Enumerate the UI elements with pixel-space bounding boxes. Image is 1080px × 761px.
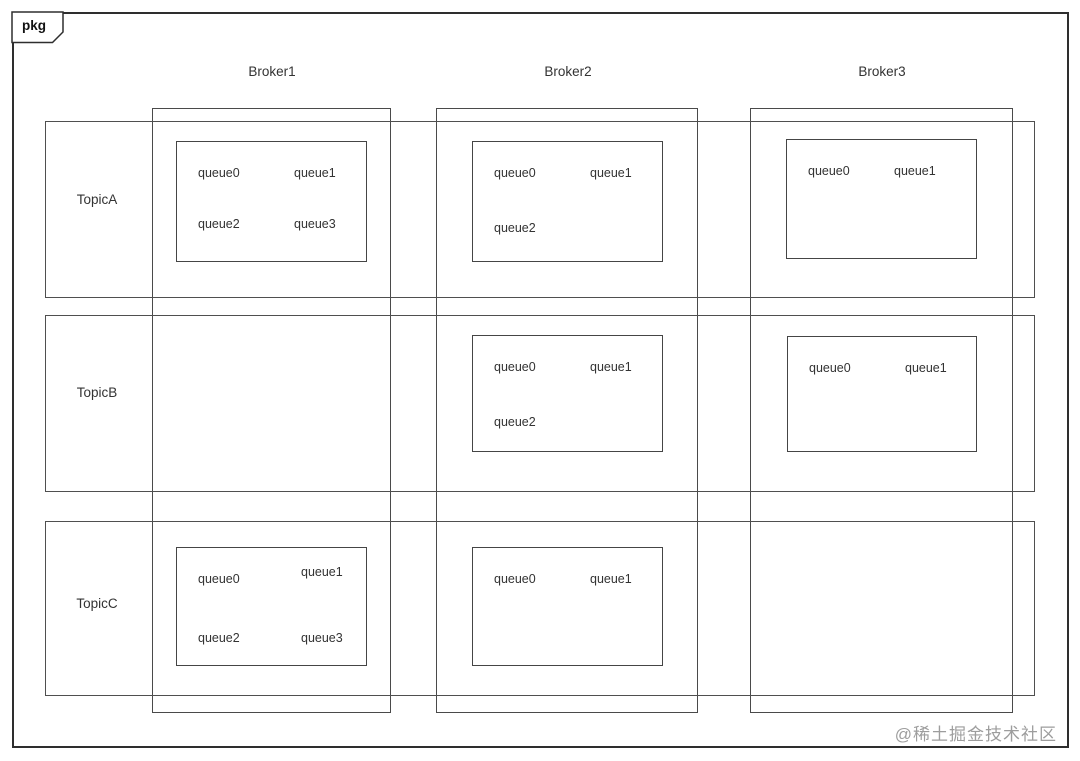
broker1-label: Broker1 <box>248 64 296 79</box>
topicB-label: TopicB <box>76 385 118 400</box>
queue-label: queue1 <box>894 164 936 178</box>
topicA-box <box>45 121 1035 298</box>
queue-label: queue1 <box>301 565 343 579</box>
queue-label: queue1 <box>905 361 947 375</box>
queue-label: queue1 <box>294 166 336 180</box>
watermark: @稀土掘金技术社区 <box>894 725 1057 744</box>
queue-label: queue0 <box>494 360 536 374</box>
broker3-label: Broker3 <box>858 64 906 79</box>
queue-group-topicC-broker2: queue0 queue1 <box>472 547 663 666</box>
queue-group-topicA-broker1: queue0 queue1 queue2 queue3 <box>176 141 367 262</box>
queue-group-topicC-broker1: queue0 queue1 queue2 queue3 <box>176 547 367 666</box>
queue-group-topicA-broker3: queue0 queue1 <box>786 139 977 259</box>
package-frame <box>12 12 1069 748</box>
queue-label: queue0 <box>494 166 536 180</box>
topicC-label: TopicC <box>76 596 118 611</box>
package-label: pkg <box>22 18 47 33</box>
broker2-box <box>436 108 698 713</box>
broker2-label: Broker2 <box>544 64 592 79</box>
broker1-box <box>152 108 391 713</box>
queue-label: queue1 <box>590 572 632 586</box>
queue-label: queue3 <box>301 631 343 645</box>
queue-label: queue1 <box>590 166 632 180</box>
queue-label: queue1 <box>590 360 632 374</box>
queue-group-topicB-broker3: queue0 queue1 <box>787 336 977 452</box>
topicA-label: TopicA <box>76 192 118 207</box>
topicC-box <box>45 521 1035 696</box>
queue-label: queue0 <box>198 166 240 180</box>
queue-label: queue3 <box>294 217 336 231</box>
package-tab <box>11 11 64 44</box>
queue-label: queue2 <box>198 631 240 645</box>
queue-label: queue2 <box>198 217 240 231</box>
broker3-box <box>750 108 1013 713</box>
queue-label: queue0 <box>198 572 240 586</box>
queue-label: queue0 <box>809 361 851 375</box>
queue-label: queue0 <box>494 572 536 586</box>
package-tab-shape <box>11 11 64 44</box>
topicB-box <box>45 315 1035 492</box>
queue-group-topicB-broker2: queue0 queue1 queue2 <box>472 335 663 452</box>
queue-label: queue2 <box>494 221 536 235</box>
queue-label: queue2 <box>494 415 536 429</box>
queue-label: queue0 <box>808 164 850 178</box>
queue-group-topicA-broker2: queue0 queue1 queue2 <box>472 141 663 262</box>
